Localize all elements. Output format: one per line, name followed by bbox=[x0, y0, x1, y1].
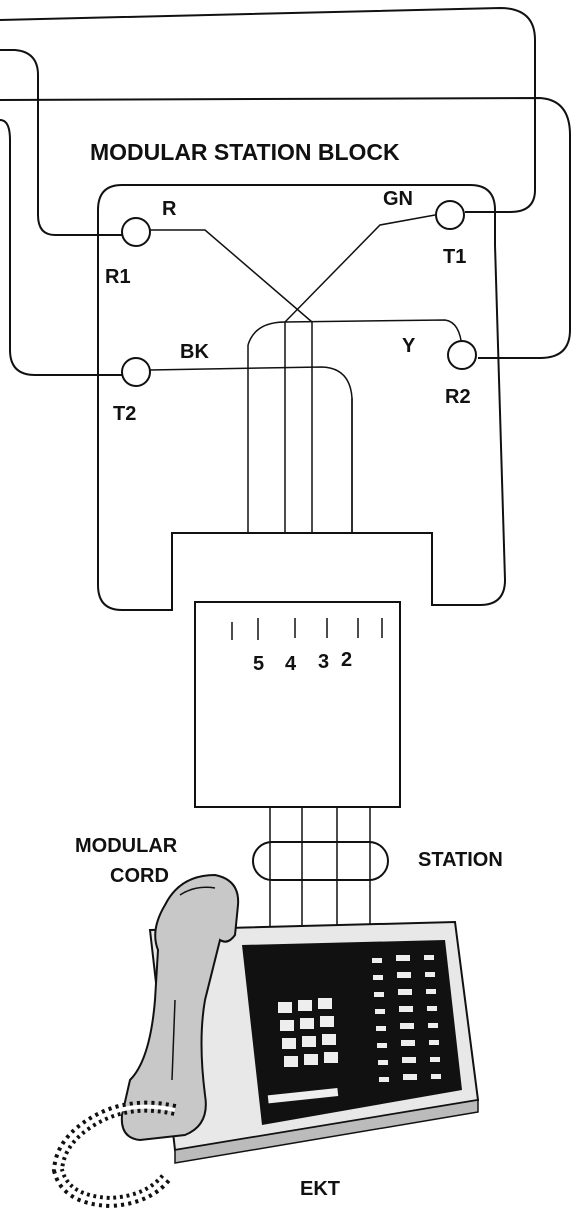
pin-number-4: 4 bbox=[285, 653, 297, 675]
wire-gn-cross bbox=[284, 214, 436, 323]
coiled-cord-core bbox=[55, 1104, 176, 1205]
cord-label-line2: CORD bbox=[110, 865, 169, 887]
diagram-title: MODULAR STATION BLOCK bbox=[90, 139, 400, 165]
station-label: STATION bbox=[418, 849, 503, 871]
terminal-r2-circle bbox=[447, 340, 477, 370]
pin-number-3: 3 bbox=[318, 651, 329, 673]
handset-highlight bbox=[171, 886, 216, 1081]
feature-buttons bbox=[372, 955, 441, 1082]
device-label: EKT bbox=[300, 1178, 340, 1200]
outer-wire-loop-top bbox=[0, 6, 536, 213]
ekt-telephone bbox=[51, 873, 480, 1209]
wire-color-label-gn: GN bbox=[383, 188, 413, 210]
cord-sleeve bbox=[252, 841, 389, 881]
wire-color-label-y: Y bbox=[402, 335, 416, 357]
terminal-r1-circle bbox=[121, 217, 151, 247]
cord-label-line1: MODULAR bbox=[75, 835, 178, 857]
terminal-label-r1: R1 bbox=[105, 266, 131, 288]
wire-y bbox=[247, 319, 463, 349]
terminal-t1-circle bbox=[435, 200, 465, 230]
modular-jack bbox=[194, 601, 401, 808]
pin-number-2: 2 bbox=[341, 649, 352, 671]
display-slot bbox=[267, 1088, 339, 1104]
outer-wire-loop-t2 bbox=[0, 119, 122, 376]
terminal-label-r2: R2 bbox=[445, 386, 471, 408]
outer-wire-loop-r2 bbox=[0, 96, 571, 359]
terminal-t2-circle bbox=[121, 357, 151, 387]
wire-color-label-bk: BK bbox=[180, 341, 209, 363]
pin-number-5: 5 bbox=[253, 653, 264, 675]
terminal-label-t1: T1 bbox=[443, 246, 466, 268]
handset bbox=[120, 873, 240, 1142]
wire-r-cross bbox=[150, 229, 313, 323]
terminal-label-t2: T2 bbox=[113, 403, 136, 425]
keypad-buttons bbox=[278, 998, 338, 1067]
outer-wire-loop-r1-t1 bbox=[0, 49, 122, 236]
station-block-outline bbox=[97, 184, 507, 611]
wire-bk bbox=[149, 366, 353, 533]
phone-front-edge bbox=[174, 1099, 479, 1164]
wire-color-label-r: R bbox=[162, 198, 177, 220]
